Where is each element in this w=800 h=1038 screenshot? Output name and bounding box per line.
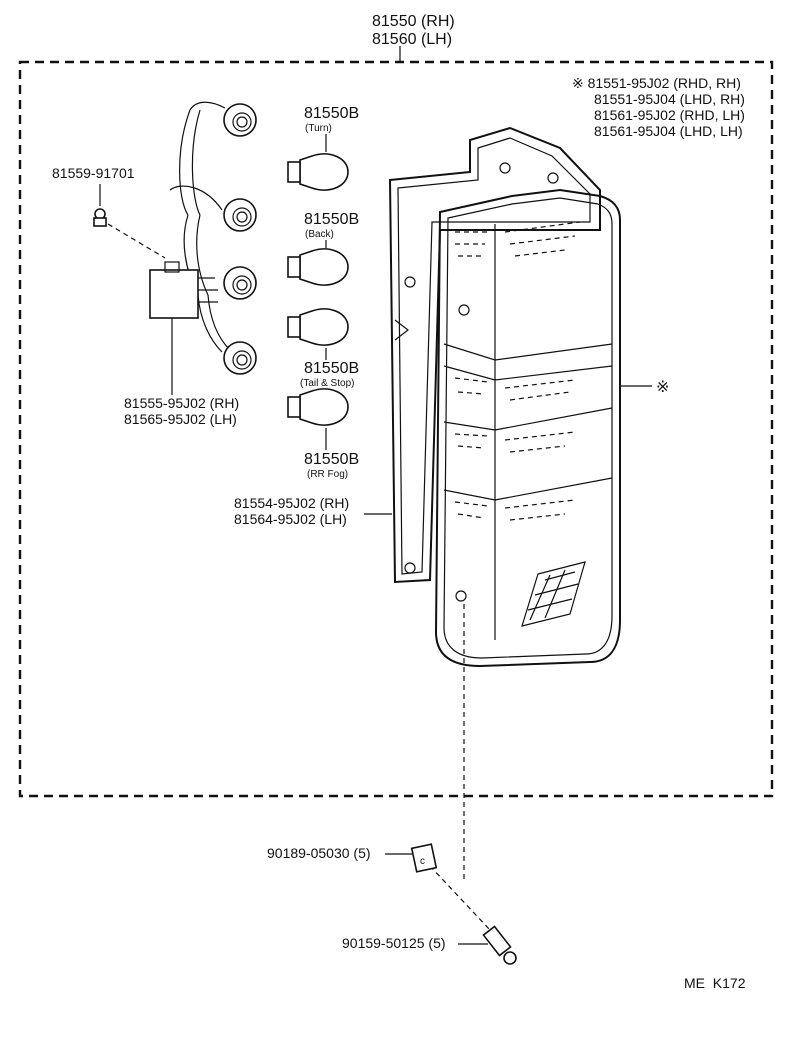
diagram-code: ME K172 — [684, 975, 746, 991]
assembly-label-lh: 81560 (LH) — [372, 31, 452, 48]
tail-lamp-lens — [434, 188, 621, 668]
bulb-back — [287, 248, 349, 286]
socket-wire-assembly — [149, 101, 257, 395]
bulb-rr-fog — [287, 388, 349, 426]
lens-part-1: ※ 81551-95J02 (RHD, RH) — [572, 75, 741, 91]
bulb-back-part: 81550B — [304, 211, 359, 228]
nut-part: c — [410, 843, 438, 873]
lens-part-4: 81561-95J04 (LHD, LH) — [594, 123, 743, 139]
assembly-boundary — [18, 60, 774, 798]
bulb-rr-fog-desc: (RR Fog) — [307, 469, 348, 480]
socket-4 — [223, 341, 257, 375]
bulb-tail-stop-part: 81550B — [304, 360, 359, 377]
lens-part-2: 81551-95J04 (LHD, RH) — [594, 91, 745, 107]
gasket-label-lh: 81564-95J02 (LH) — [234, 511, 347, 527]
bulb-turn — [287, 153, 349, 191]
bulb-tail-stop — [287, 308, 349, 346]
gasket-label-rh: 81554-95J02 (RH) — [234, 495, 349, 511]
screw-bottom-part — [482, 925, 517, 965]
socket-wire-label-rh: 81555-95J02 (RH) — [124, 395, 239, 411]
bulb-back-desc: (Back) — [305, 229, 334, 240]
lens-part-3: 81561-95J02 (RHD, LH) — [594, 107, 745, 123]
bulb-tail-stop-desc: (Tail & Stop) — [300, 378, 354, 389]
socket-2 — [223, 198, 257, 232]
lens-marker: ※ — [656, 379, 669, 396]
bulb-rr-fog-part: 81550B — [304, 451, 359, 468]
assembly-label-rh: 81550 (RH) — [372, 13, 455, 30]
screw-top-label: 81559-91701 — [52, 165, 135, 181]
screw-bottom-label: 90159-50125 (5) — [342, 935, 446, 951]
socket-1 — [223, 103, 257, 137]
socket-wire-label-lh: 81565-95J02 (LH) — [124, 411, 237, 427]
wire-connector — [149, 269, 199, 319]
socket-3 — [223, 266, 257, 300]
screw-top-part — [93, 208, 166, 259]
svg-text:c: c — [420, 856, 425, 867]
bulb-turn-desc: (Turn) — [305, 123, 332, 134]
nut-label: 90189-05030 (5) — [267, 845, 371, 861]
bulb-turn-part: 81550B — [304, 105, 359, 122]
